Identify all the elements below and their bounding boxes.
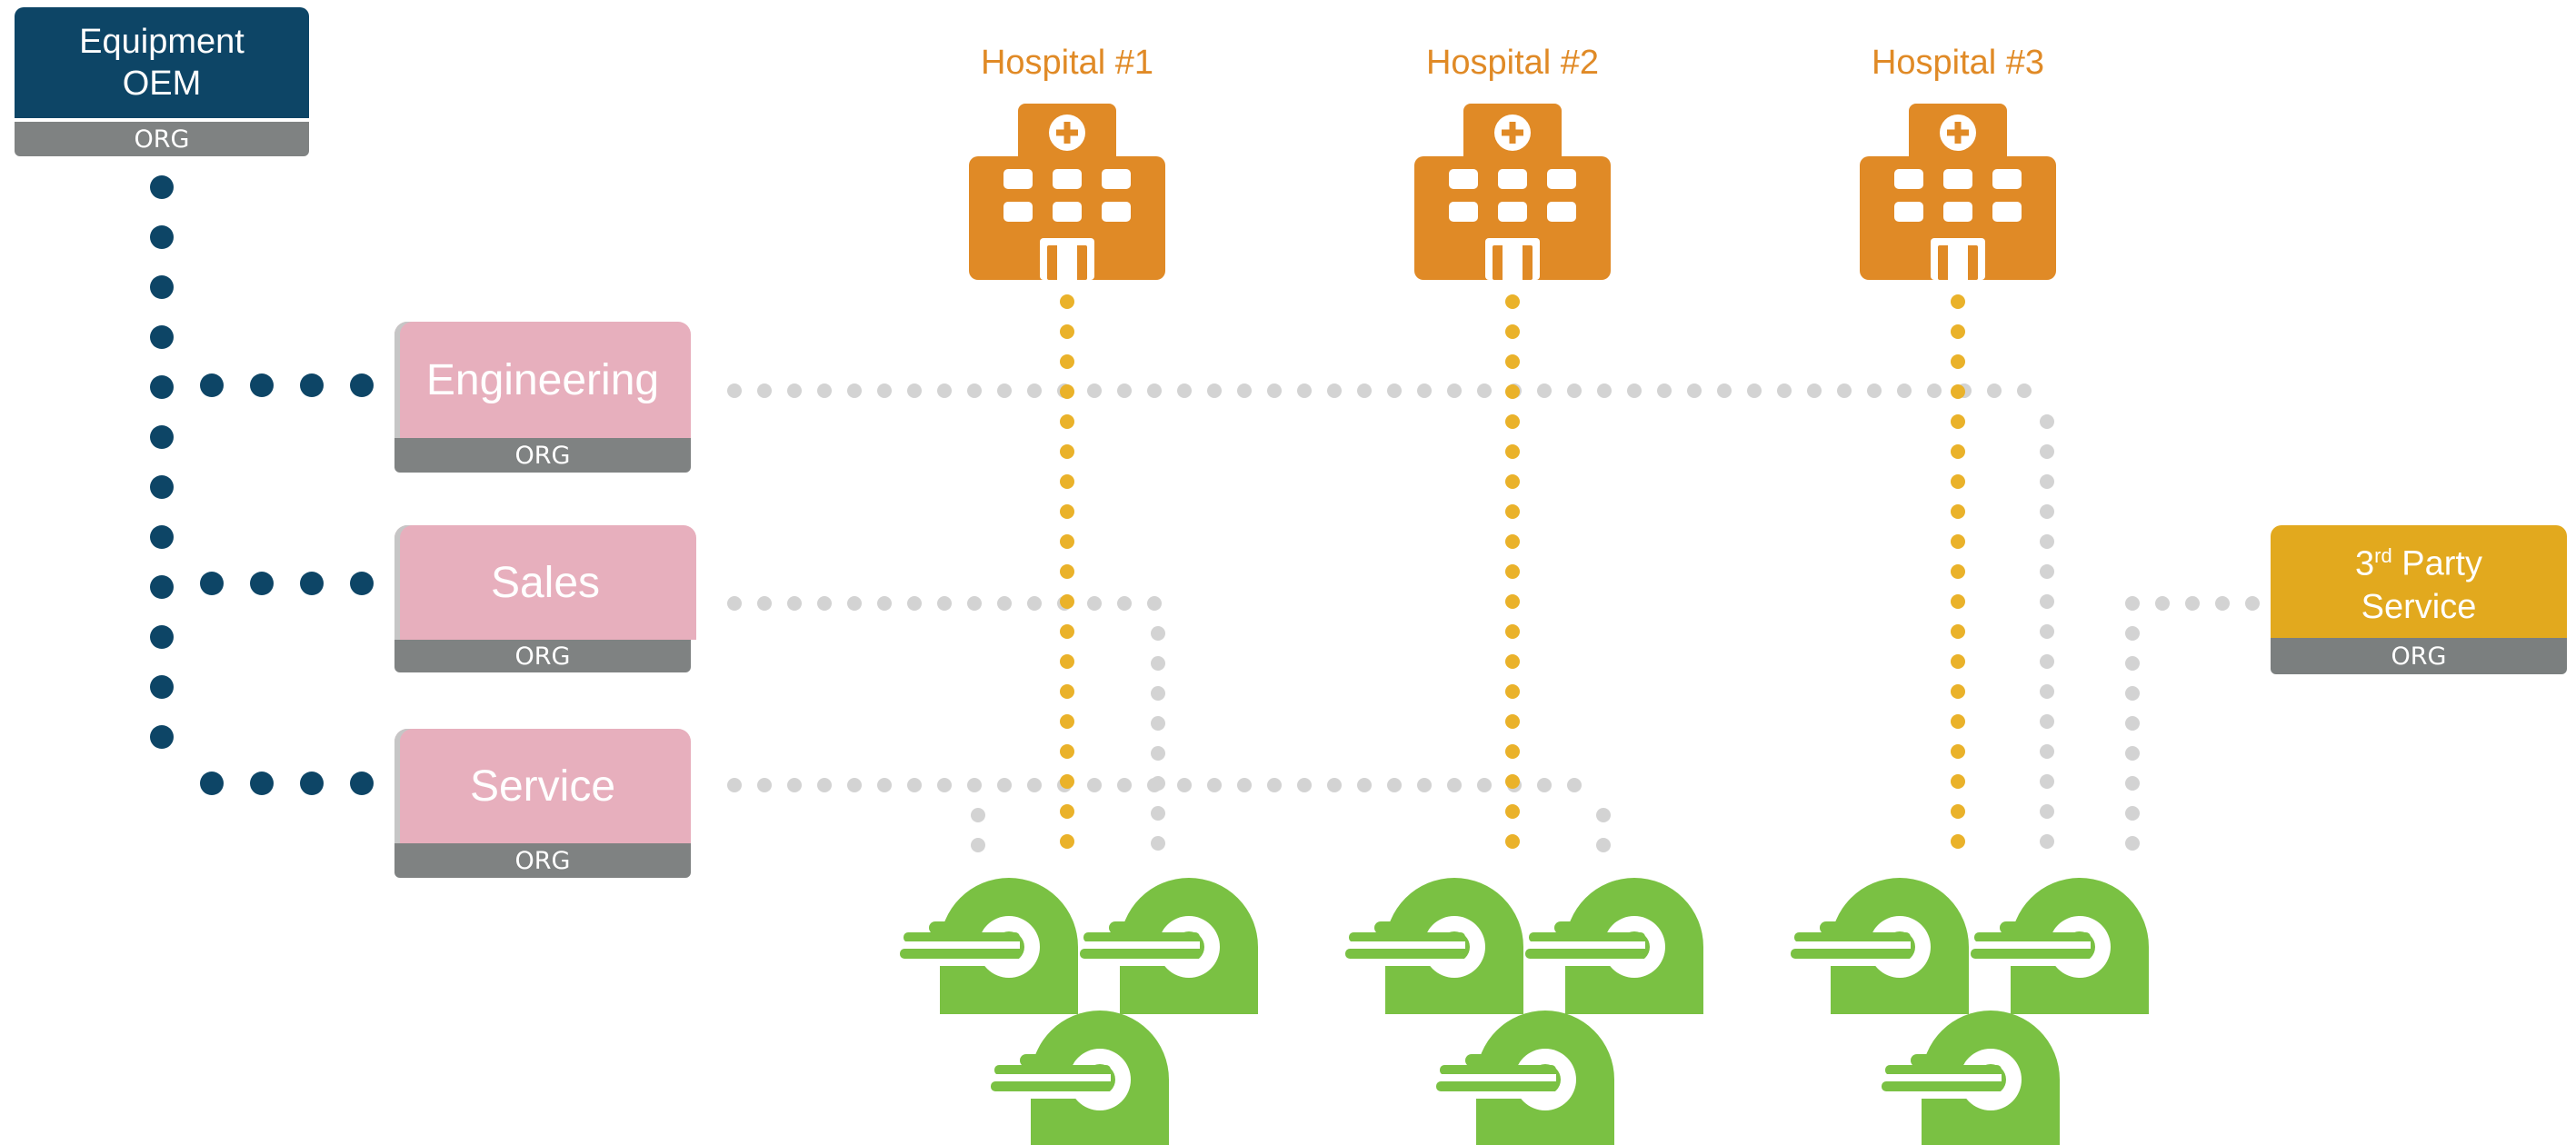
sales-network-line xyxy=(727,596,1162,611)
hospital-building-icon xyxy=(969,104,1165,280)
mri-scanner-icon xyxy=(1080,878,1258,1014)
oem-to-service-connector xyxy=(200,772,374,795)
hospital-building-icon xyxy=(1414,104,1611,280)
engineering-label: Engineering xyxy=(394,322,691,438)
sales-org-node[interactable]: Sales ORG xyxy=(394,525,696,672)
mri-scanner-icon xyxy=(1971,878,2149,1014)
mri-scanner-icon xyxy=(1345,878,1523,1014)
hospital-1-line xyxy=(1060,294,1074,849)
engineering-down-line xyxy=(2040,414,2054,849)
mri-scanner-icon xyxy=(900,878,1078,1014)
service-down-line xyxy=(1596,808,1611,852)
sales-org-tag: ORG xyxy=(394,640,691,672)
engineering-org-tag: ORG xyxy=(394,438,691,473)
third-party-title-superscript: rd xyxy=(2374,543,2392,567)
oem-spine-connector xyxy=(150,175,174,749)
hospital-2-label: Hospital #2 xyxy=(1425,44,1600,82)
service-network-line xyxy=(727,778,1582,792)
third-party-network-line xyxy=(2125,596,2260,611)
engineering-org-node[interactable]: Engineering ORG xyxy=(394,322,691,473)
service-org-node[interactable]: Service ORG xyxy=(394,729,691,878)
oem-title-line2: OEM xyxy=(122,65,202,103)
hospital-3-line xyxy=(1951,294,1965,849)
hospital-2-line xyxy=(1505,294,1520,849)
third-party-service-org-node[interactable]: 3rd Party Service ORG xyxy=(2271,525,2567,674)
engineering-network-line xyxy=(727,383,2032,398)
mri-scanner-icon xyxy=(1525,878,1703,1014)
third-party-title-rest: Party xyxy=(2391,544,2482,583)
oem-org-node[interactable]: Equipment OEM ORG xyxy=(15,7,309,156)
mri-scanner-icon xyxy=(1791,878,1969,1014)
third-party-down-line xyxy=(2125,626,2140,851)
service-label: Service xyxy=(394,729,691,843)
third-party-title: 3rd Party Service xyxy=(2271,525,2567,638)
service-drop-line xyxy=(971,808,985,852)
hospital-3-label: Hospital #3 xyxy=(1871,44,2045,82)
sales-label: Sales xyxy=(394,525,696,640)
mri-scanner-icon xyxy=(1882,1011,2060,1145)
oem-to-engineering-connector xyxy=(200,373,374,397)
third-party-org-tag: ORG xyxy=(2271,638,2567,674)
mri-scanner-icon xyxy=(1436,1011,1614,1145)
hospital-building-icon xyxy=(1860,104,2056,280)
mri-scanner-icon xyxy=(991,1011,1169,1145)
oem-title-line1: Equipment xyxy=(79,23,245,61)
third-party-title-line2: Service xyxy=(2361,588,2477,627)
third-party-title-number: 3 xyxy=(2355,544,2375,583)
third-party-title-line1: 3rd Party xyxy=(2355,534,2482,586)
oem-org-tag: ORG xyxy=(15,122,309,156)
oem-to-sales-connector xyxy=(200,572,374,595)
service-org-tag: ORG xyxy=(394,843,691,878)
sales-down-line xyxy=(1151,626,1165,851)
hospital-1-label: Hospital #1 xyxy=(980,44,1154,82)
oem-title: Equipment OEM xyxy=(15,7,309,118)
